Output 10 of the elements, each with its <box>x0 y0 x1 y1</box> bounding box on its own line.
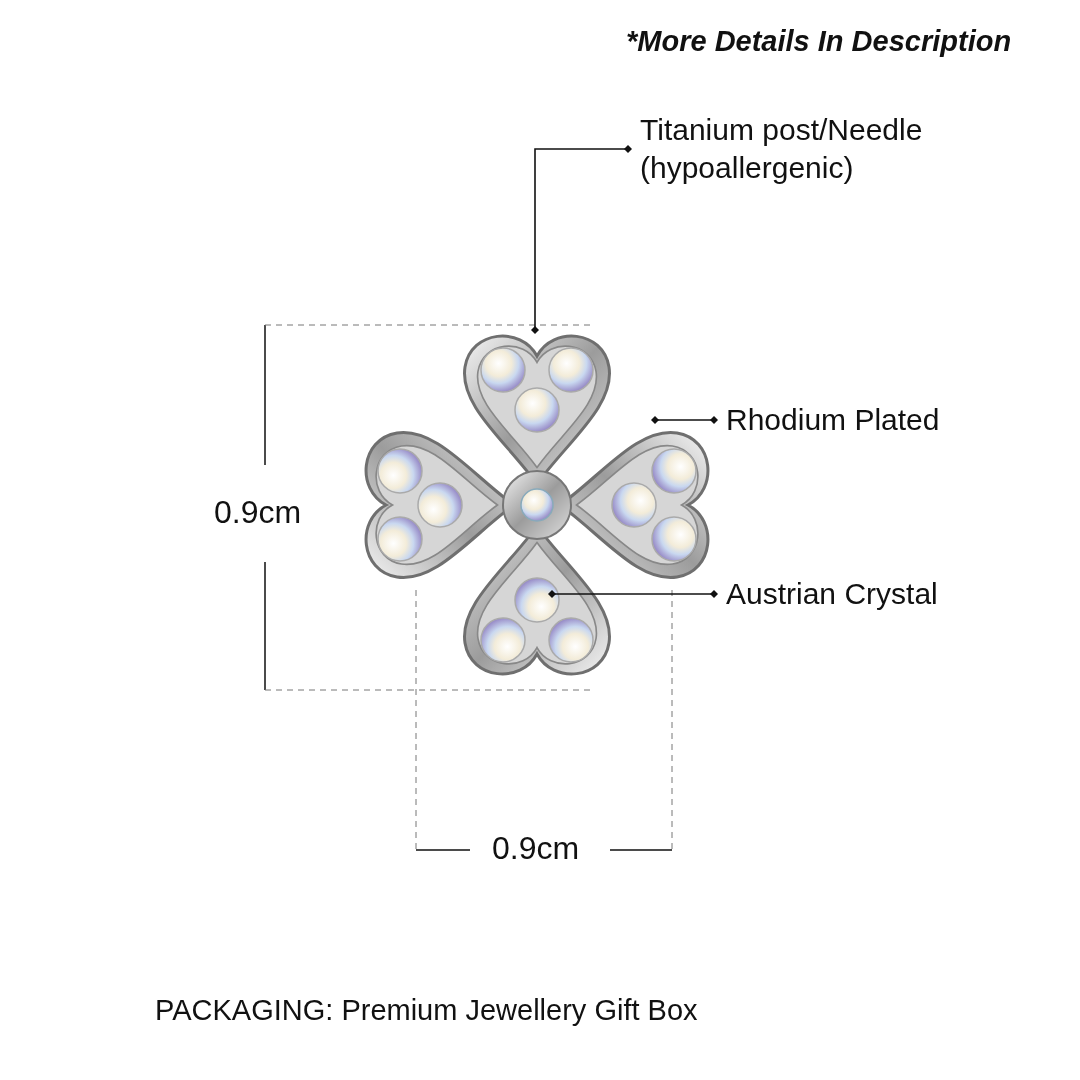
callout-label: Austrian Crystal <box>726 576 938 612</box>
callout-label: Rhodium Plated <box>726 402 940 438</box>
dimension-label: 0.9cm <box>214 494 302 531</box>
leader-line <box>651 416 718 424</box>
packaging-note: PACKAGING: Premium Jewellery Gift Box <box>155 994 698 1027</box>
callout-label: Titanium post/Needle (hypoallergenic) <box>640 112 924 186</box>
leader-line <box>548 590 718 598</box>
note-text: *More Details In Description <box>626 25 1012 58</box>
dimension-label: 0.9cm <box>492 830 580 867</box>
leader-line <box>531 145 632 334</box>
